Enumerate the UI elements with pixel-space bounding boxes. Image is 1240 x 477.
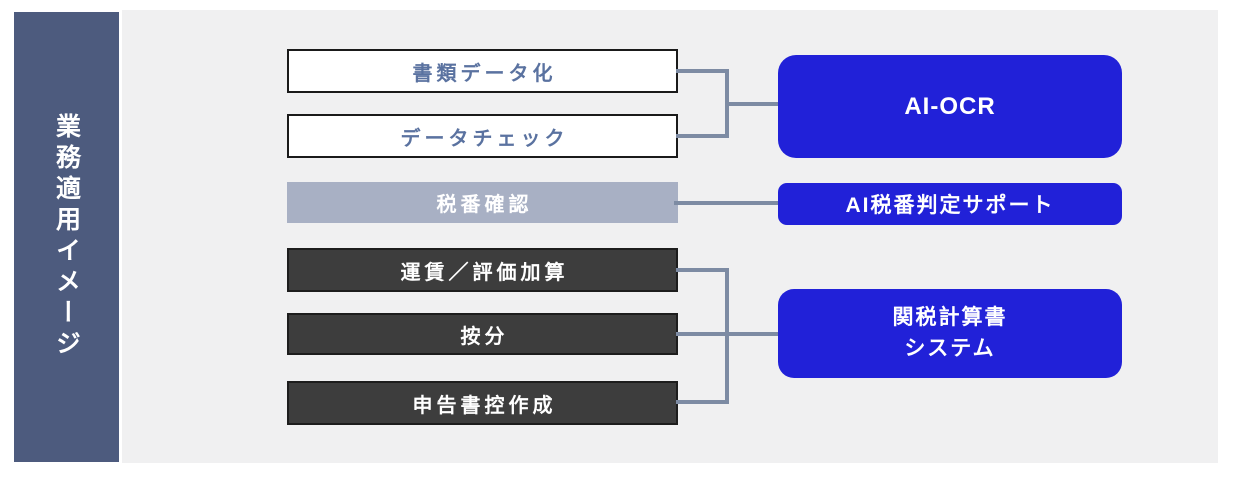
solution-box-label-line2: システム [904, 336, 996, 360]
process-box-document-digitization: 書類データ化 [287, 49, 678, 93]
connector-line [676, 134, 727, 138]
process-box-label: 按分 [460, 325, 509, 348]
connector-line [676, 69, 727, 73]
process-box-label: データチェック [400, 127, 569, 150]
solution-box-label: AI-OCR [904, 92, 996, 120]
sidebar-header: 業務適用イメージ [14, 12, 119, 462]
connector-line [674, 201, 778, 205]
solution-box-label-line1: 関税計算書 [892, 306, 1008, 330]
process-box-label: 申告書控作成 [412, 394, 557, 417]
connector-line [725, 69, 729, 138]
process-box-label: 書類データ化 [412, 62, 557, 85]
connector-line [725, 268, 729, 404]
solution-box-ai-ocr: AI-OCR [778, 55, 1122, 158]
solution-box-customs-calculation-system: 関税計算書 システム [778, 289, 1122, 378]
process-box-freight-valuation-addition: 運賃／評価加算 [287, 248, 678, 292]
process-box-data-check: データチェック [287, 114, 678, 158]
connector-line [729, 102, 778, 106]
solution-box-label: AI税番判定サポート [845, 194, 1055, 217]
process-box-label: 運賃／評価加算 [400, 261, 569, 284]
process-box-label: 税番確認 [436, 194, 533, 216]
solution-box-ai-tax-code-support: AI税番判定サポート [778, 183, 1122, 225]
connector-line [676, 268, 727, 272]
connector-line [676, 400, 727, 404]
process-box-tax-code-check: 税番確認 [287, 182, 678, 223]
process-box-proration: 按分 [287, 313, 678, 355]
process-box-declaration-copy-creation: 申告書控作成 [287, 381, 678, 425]
sidebar-label: 業務適用イメージ [52, 113, 81, 361]
